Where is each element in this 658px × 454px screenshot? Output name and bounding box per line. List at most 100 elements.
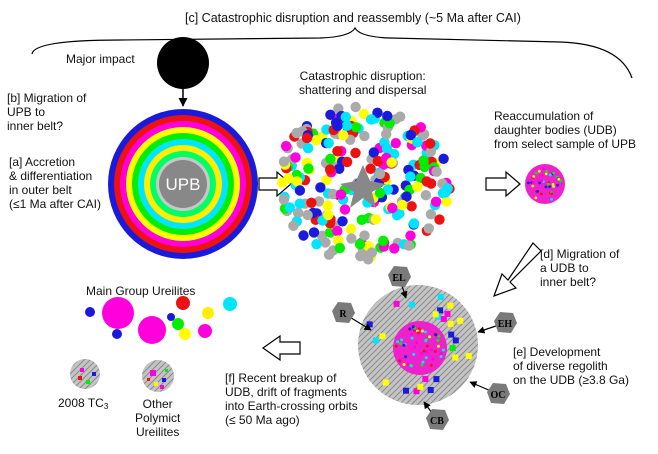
udb-core-speck (421, 360, 425, 364)
fragment (345, 223, 357, 235)
tc3-clast (78, 376, 82, 380)
udb-core-speck (406, 362, 410, 366)
udb-core-speck (439, 355, 443, 358)
regolith-clast (427, 387, 434, 393)
polymict-body (142, 360, 174, 392)
fragment (335, 189, 347, 200)
fragment (389, 243, 400, 254)
fragment (401, 191, 412, 202)
tc3-label: 2008 TC3 (58, 396, 108, 414)
fragment (425, 209, 437, 220)
fragment (378, 235, 389, 246)
fragment (334, 242, 345, 254)
udb-speck (550, 198, 553, 201)
main-group-fragment (112, 329, 122, 339)
fragment (421, 176, 432, 187)
udb-core-speck (424, 350, 428, 354)
fragment (397, 199, 408, 211)
regolith-clast (372, 337, 379, 344)
fragment (382, 184, 394, 195)
fragment (372, 107, 383, 119)
regolith-clast (379, 333, 386, 340)
udb-speck (559, 179, 563, 183)
fragment (325, 109, 336, 121)
udb-speck (556, 183, 560, 187)
main-group-fragment (102, 297, 134, 329)
udb-core-speck (412, 352, 416, 356)
fragment (434, 214, 445, 225)
udb-core-speck (431, 357, 435, 361)
udb-core-speck (441, 348, 445, 352)
fragment (386, 157, 397, 168)
udb-core-speck (420, 329, 424, 333)
udb-speck (537, 169, 541, 173)
main-group-fragment (202, 307, 214, 319)
udb-core-speck (394, 344, 398, 348)
polymict-clasts (147, 369, 168, 389)
udb-core-speck (424, 330, 427, 334)
impactor-rock (426, 409, 449, 430)
fragment (358, 108, 370, 120)
upb-label: UPB (166, 175, 201, 194)
upb-body (108, 109, 258, 259)
udb-speck (538, 181, 542, 185)
udb-speck (534, 171, 538, 175)
fragment (394, 208, 405, 219)
fragment (332, 225, 343, 237)
fragment (381, 129, 392, 140)
fragment (322, 200, 333, 211)
fragment (303, 163, 314, 174)
regolith-clast (448, 331, 455, 338)
fragment (359, 130, 370, 142)
regolith-clast (413, 388, 420, 395)
fragment (302, 209, 313, 221)
fragment (284, 202, 296, 213)
udb-core-speck (404, 355, 408, 359)
fragment (341, 156, 353, 168)
impactor-label: R (339, 309, 347, 320)
regolith-clast (409, 301, 415, 308)
udb-core-speck (429, 363, 433, 367)
tc3-clast (86, 380, 90, 384)
fragment (298, 230, 309, 241)
disruption-cloud (277, 101, 455, 265)
regolith-clast (457, 317, 464, 324)
udb-speck (557, 177, 561, 181)
regolith-clast (465, 353, 472, 359)
udb-speck (551, 183, 555, 186)
fragment (374, 187, 386, 199)
fragment (323, 137, 334, 149)
arrow-to-fragments (261, 334, 301, 362)
tc3-clasts (78, 368, 96, 384)
udb-speck (548, 185, 552, 189)
regolith-clast (393, 300, 400, 307)
fragment (338, 130, 349, 141)
major-impact-label: Major impact (66, 52, 135, 66)
fragment (390, 138, 401, 149)
tc3-label-subscript: 3 (103, 402, 109, 411)
polymict-clast (162, 378, 166, 382)
udb-speck (540, 174, 544, 177)
fragment (291, 176, 303, 187)
udb-speck (552, 171, 556, 175)
regolith-clast (403, 387, 409, 394)
main-group-fragment (179, 328, 191, 340)
fragment (332, 120, 343, 132)
main-group-fragment (167, 313, 175, 321)
fragment (406, 201, 417, 212)
udb-speck (531, 181, 535, 185)
fragment (405, 129, 416, 141)
impactor-rock (487, 383, 510, 404)
stage-d-label: [d] Migration of a UDB to inner belt? (540, 247, 620, 289)
fragment (292, 207, 304, 219)
stage-a-label: [a] Accretion & differentiation in outer… (9, 155, 101, 211)
udb-daughter-body (525, 164, 565, 204)
udb-daughter-core (525, 164, 565, 204)
udb-core (393, 321, 447, 375)
fragment (321, 124, 332, 135)
impactor-rock (388, 266, 411, 287)
fragment (431, 166, 442, 177)
udb-speck (536, 190, 540, 193)
fragment (315, 182, 326, 193)
fragment (306, 197, 317, 208)
